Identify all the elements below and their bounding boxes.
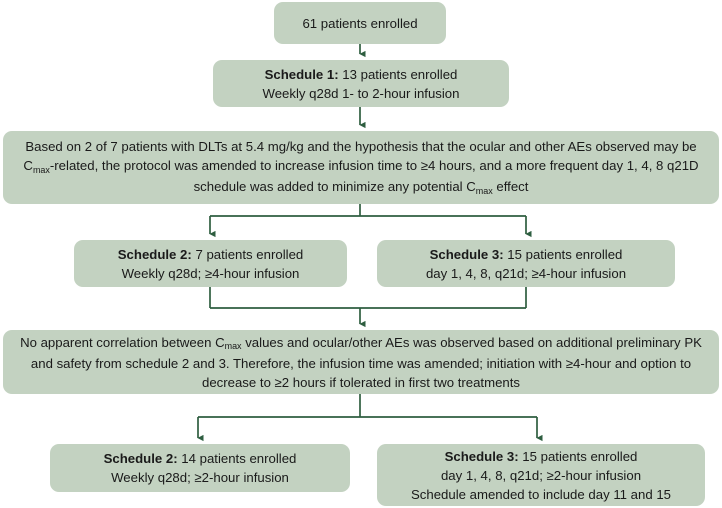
node-rationale1-seg1: Based on 2 of 7 patients with DLTs at 5.… xyxy=(23,139,697,173)
node-enrolled-line1: 61 patients enrolled xyxy=(302,15,418,31)
node-schedule3-first-line1: Schedule 3: 15 patients enrolled xyxy=(430,245,623,264)
node-schedule1-line2: Weekly q28d 1- to 2-hour infusion xyxy=(262,85,460,101)
node-schedule3-first-label-rest: 15 patients enrolled xyxy=(503,246,623,262)
node-schedule3-final-line3: Schedule amended to include day 11 and 1… xyxy=(410,486,672,502)
node-schedule2-first-line2: Weekly q28d; ≥4-hour infusion xyxy=(121,265,300,281)
node-rationale2[interactable]: No apparent correlation between Cmax val… xyxy=(3,330,719,394)
node-schedule3-final[interactable]: Schedule 3: 15 patients enrolled day 1, … xyxy=(377,444,705,506)
node-schedule1[interactable]: Schedule 1: 13 patients enrolled Weekly … xyxy=(213,60,509,107)
node-rationale2-sub1: max xyxy=(224,341,242,351)
node-schedule1-label-rest: 13 patients enrolled xyxy=(338,66,458,82)
node-enrolled[interactable]: 61 patients enrolled xyxy=(274,2,446,44)
node-rationale1[interactable]: Based on 2 of 7 patients with DLTs at 5.… xyxy=(3,131,719,204)
node-schedule2-final-line2: Weekly q28d; ≥2-hour infusion xyxy=(111,470,289,485)
node-schedule3-final-line2: day 1, 4, 8, q21d; ≥2-hour infusion xyxy=(440,467,642,483)
node-rationale1-text: Based on 2 of 7 patients with DLTs at 5.… xyxy=(13,137,709,198)
node-rationale1-sub1: max xyxy=(32,164,50,175)
node-schedule2-first[interactable]: Schedule 2: 7 patients enrolled Weekly q… xyxy=(74,240,347,287)
node-rationale1-seg2: -related, the protocol was amended to in… xyxy=(49,158,699,194)
node-rationale2-seg1: No apparent correlation between C xyxy=(20,334,225,350)
node-schedule2-final-label-rest: 14 patients enrolled xyxy=(177,451,297,466)
node-rationale1-sub2: max xyxy=(475,185,493,196)
node-schedule3-first-label: Schedule 3: xyxy=(429,246,504,262)
node-rationale2-seg2: values and ocular/other AEs was observed… xyxy=(30,334,702,390)
node-schedule2-first-label-rest: 7 patients enrolled xyxy=(191,246,304,262)
node-schedule3-first-line2: day 1, 4, 8, q21d; ≥4-hour infusion xyxy=(425,265,627,281)
node-schedule2-final[interactable]: Schedule 2: 14 patients enrolled Weekly … xyxy=(50,444,350,492)
node-schedule3-final-label-rest: 15 patients enrolled xyxy=(518,448,638,464)
node-schedule2-final-label: Schedule 2: xyxy=(103,451,178,466)
node-schedule2-first-line1: Schedule 2: 7 patients enrolled xyxy=(118,245,303,264)
node-schedule3-final-label: Schedule 3: xyxy=(444,448,519,464)
node-rationale2-text: No apparent correlation between Cmax val… xyxy=(13,333,709,392)
node-schedule3-final-line1: Schedule 3: 15 patients enrolled xyxy=(445,447,638,466)
node-schedule3-first[interactable]: Schedule 3: 15 patients enrolled day 1, … xyxy=(377,240,675,287)
node-rationale1-seg3: effect xyxy=(492,179,529,194)
node-schedule2-final-line1: Schedule 2: 14 patients enrolled xyxy=(104,449,297,468)
node-schedule1-line1: Schedule 1: 13 patients enrolled xyxy=(265,65,458,84)
node-schedule2-first-label: Schedule 2: xyxy=(117,246,192,262)
node-schedule1-label: Schedule 1: xyxy=(264,66,339,82)
